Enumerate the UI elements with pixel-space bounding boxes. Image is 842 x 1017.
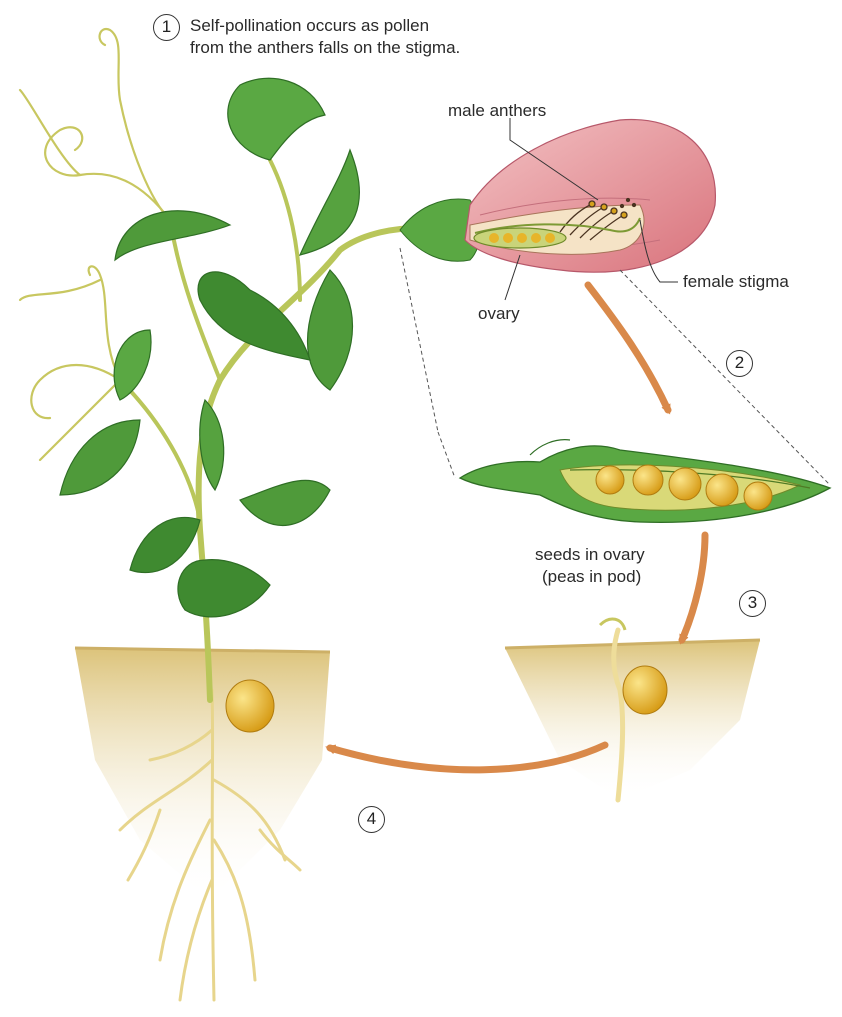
step-1-marker: 1 [153, 14, 180, 41]
flower [465, 120, 715, 273]
label-ovary: ovary [478, 303, 520, 324]
leaf-bottom-big [178, 560, 270, 617]
label-peas-in-pod: (peas in pod) [542, 566, 641, 587]
step-3-marker: 3 [739, 590, 766, 617]
leaves [60, 78, 359, 617]
pea-4 [706, 474, 738, 506]
label-male-anthers: male anthers [448, 100, 546, 121]
main-pea-seed [226, 680, 274, 732]
step-4-marker: 4 [358, 806, 385, 833]
leaf-lower-left [60, 420, 140, 495]
pea-5 [744, 482, 772, 510]
pea-1 [596, 466, 624, 494]
label-female-stigma: female stigma [683, 271, 789, 292]
soil-seedling [505, 640, 760, 800]
leaf-mid [198, 272, 310, 360]
arrow-2 [588, 285, 668, 410]
leaf-lower-right [240, 480, 330, 525]
leaf-mid-right [308, 270, 353, 390]
caption-line-1: Self-pollination occurs as pollen [190, 15, 429, 36]
leaf-top [228, 78, 325, 160]
step-2-marker: 2 [726, 350, 753, 377]
arrow-3 [682, 535, 705, 640]
pea-3 [669, 468, 701, 500]
leaf-upper-left [115, 211, 230, 260]
leaf-upper-mid [300, 150, 359, 255]
pea-2 [633, 465, 663, 495]
leaf-left [114, 330, 151, 400]
label-seeds-in-ovary: seeds in ovary [535, 544, 645, 565]
caption-line-2: from the anthers falls on the stigma. [190, 37, 460, 58]
pea-pod [460, 440, 830, 523]
leaf-lower-mid [200, 400, 224, 490]
